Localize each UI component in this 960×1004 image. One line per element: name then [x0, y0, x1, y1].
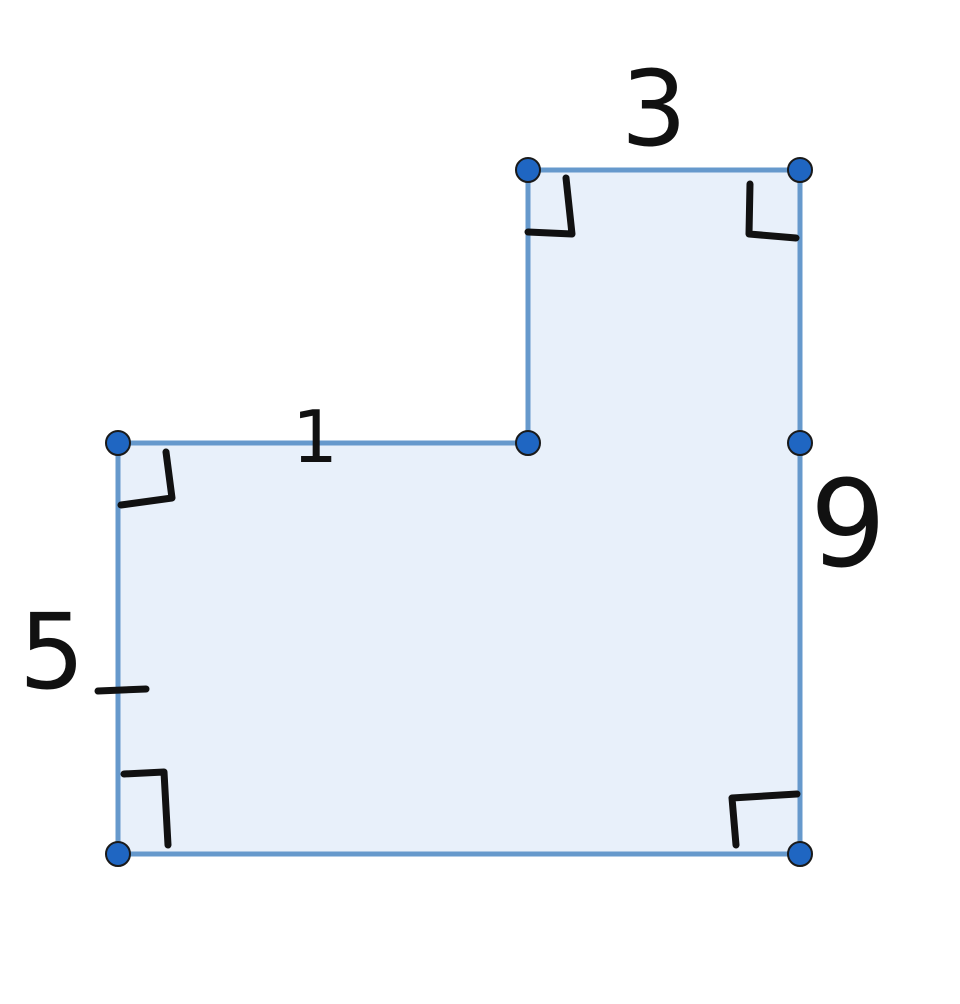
- polygon-edges: [115, 167, 803, 857]
- vertex-bottom-right: [787, 841, 813, 867]
- vertex-mid-left: [105, 430, 131, 456]
- vertex-inner-top: [515, 157, 541, 183]
- l-shape-polygon: [118, 170, 800, 854]
- label-right-edge: 9: [810, 456, 886, 595]
- vertex-right-mid: [787, 430, 813, 456]
- right-angle-marks: [117, 174, 801, 849]
- label-left-edge: 5: [19, 591, 85, 713]
- right-angle-mark-bottom-right: [728, 790, 801, 849]
- label-middle-top-edge: 1: [292, 395, 338, 479]
- tick-marks: [94, 685, 150, 695]
- vertex-top-right: [787, 157, 813, 183]
- right-angle-mark-mid-left: [117, 448, 176, 509]
- right-angle-mark-top-left: [524, 174, 576, 238]
- tick-mark-left-edge: [94, 685, 150, 695]
- vertex-inner-corner: [515, 430, 541, 456]
- right-angle-mark-top-right: [745, 180, 800, 242]
- vertex-bottom-left: [105, 841, 131, 867]
- polygon-vertices: [105, 157, 813, 867]
- right-angle-mark-bottom-left: [120, 768, 172, 849]
- label-top-edge: 3: [621, 48, 687, 170]
